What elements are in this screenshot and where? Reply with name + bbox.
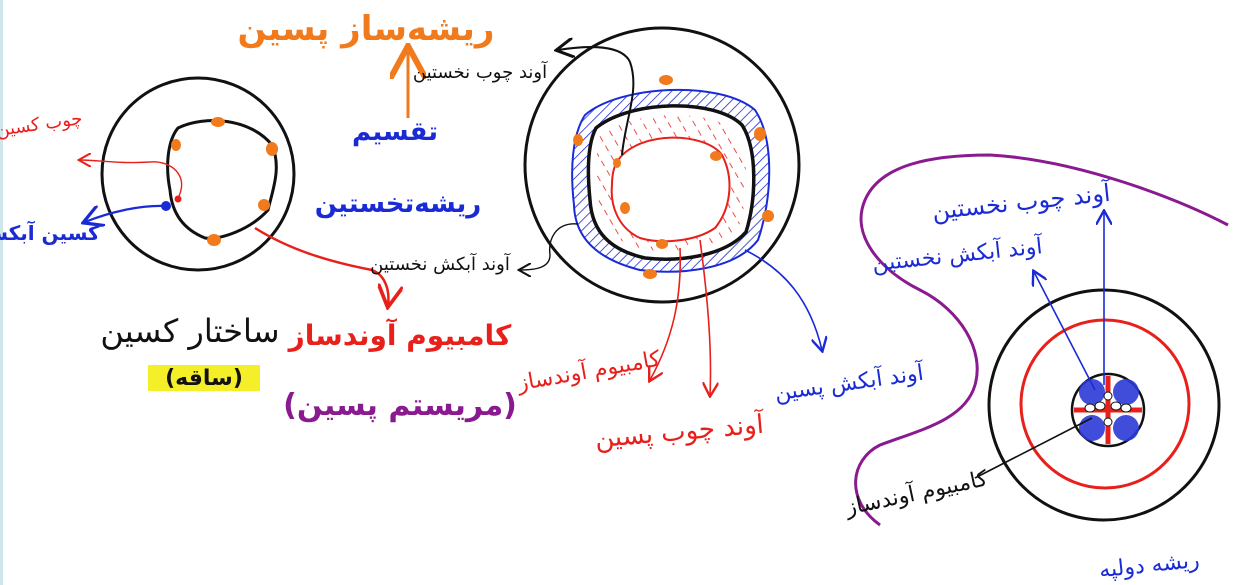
vascular-bundle-dot bbox=[656, 239, 668, 249]
label-phloem-primary-root: آوند آبکش نخستین bbox=[871, 232, 1045, 277]
label-phloem-primary-center: آوند آبکش نخستین bbox=[370, 252, 511, 275]
label-xylem-primary-center: آوند چوب نخستین bbox=[413, 60, 548, 83]
label-primary-meristem: (مریستم پسین) bbox=[283, 388, 517, 423]
vascular-bundle-dot bbox=[643, 269, 657, 279]
vascular-bundle-dot bbox=[258, 199, 270, 211]
vascular-bundle-dot bbox=[171, 139, 181, 151]
label-xylem-secondary: آوند چوب پسین bbox=[594, 408, 767, 455]
label-xylem-primary-root: آوند چوب نخستین bbox=[931, 178, 1113, 226]
vascular-bundle-dot bbox=[266, 142, 278, 156]
vascular-bundle-dot bbox=[762, 210, 774, 222]
label-phloem-blue: کسین آبکش bbox=[0, 220, 100, 245]
label-xylem-red: چوب کسین bbox=[0, 108, 84, 141]
label-cambium-root: کامبیوم آوندساز bbox=[842, 464, 990, 521]
vascular-bundle-dot bbox=[754, 127, 766, 141]
stem-outer-circle bbox=[102, 78, 294, 270]
label-cambium-red: کامبیوم آوندساز bbox=[287, 318, 512, 352]
vascular-bundle-dot bbox=[207, 234, 221, 246]
vascular-bundle-dot bbox=[613, 158, 621, 168]
vascular-ring bbox=[168, 121, 277, 239]
center-annotations: ریشه‌ساز پسین تقسیم ریشه‌تخستین آوند چوب… bbox=[237, 9, 548, 275]
vascular-bundle-dot bbox=[710, 151, 722, 161]
label-cell-division: تقسیم bbox=[352, 117, 438, 147]
vascular-bundle-dot bbox=[573, 134, 583, 146]
label-dicot-root: ریشه دولپه bbox=[1098, 548, 1201, 583]
stem-diagram-middle: کامبیوم آوندساز آوند چوب پسین آوند آبکش … bbox=[514, 28, 926, 454]
label-stem-structure: ساختار کسین bbox=[100, 312, 279, 350]
label-phloem-secondary: آوند آبکش پسین bbox=[773, 359, 926, 407]
vascular-bundle-dot bbox=[659, 75, 673, 85]
label-secondary-meristem: ریشه‌ساز پسین bbox=[237, 9, 494, 49]
label-differentiation: ریشه‌تخستین bbox=[315, 189, 482, 219]
vascular-bundle-dot bbox=[620, 202, 630, 214]
stem-diagram-left: چوب کسین کسین آبکش ساختار کسین (ساقه) کا… bbox=[0, 78, 517, 423]
label-cambium-2: کامبیوم آوندساز bbox=[514, 345, 662, 397]
vascular-bundle-dot bbox=[211, 117, 225, 127]
label-stem-sub: (ساقه) bbox=[165, 366, 243, 391]
